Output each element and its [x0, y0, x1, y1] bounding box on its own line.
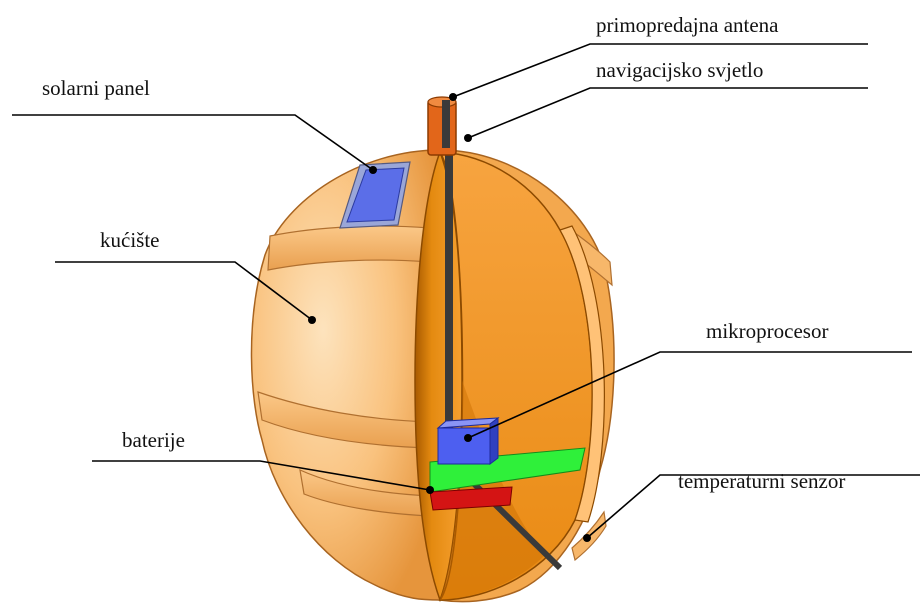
label-antenna: primopredajna antena: [596, 13, 779, 37]
label-temp-sensor: temperaturni senzor: [678, 469, 845, 493]
central-rod: [445, 118, 453, 448]
label-housing: kućište: [100, 228, 159, 252]
label-batteries: baterije: [122, 428, 185, 452]
label-solar-panel: solarni panel: [42, 76, 150, 100]
label-microprocessor: mikroprocesor: [706, 319, 828, 343]
label-nav-light: navigacijsko svjetlo: [596, 58, 763, 82]
antenna-mast: [428, 97, 456, 155]
